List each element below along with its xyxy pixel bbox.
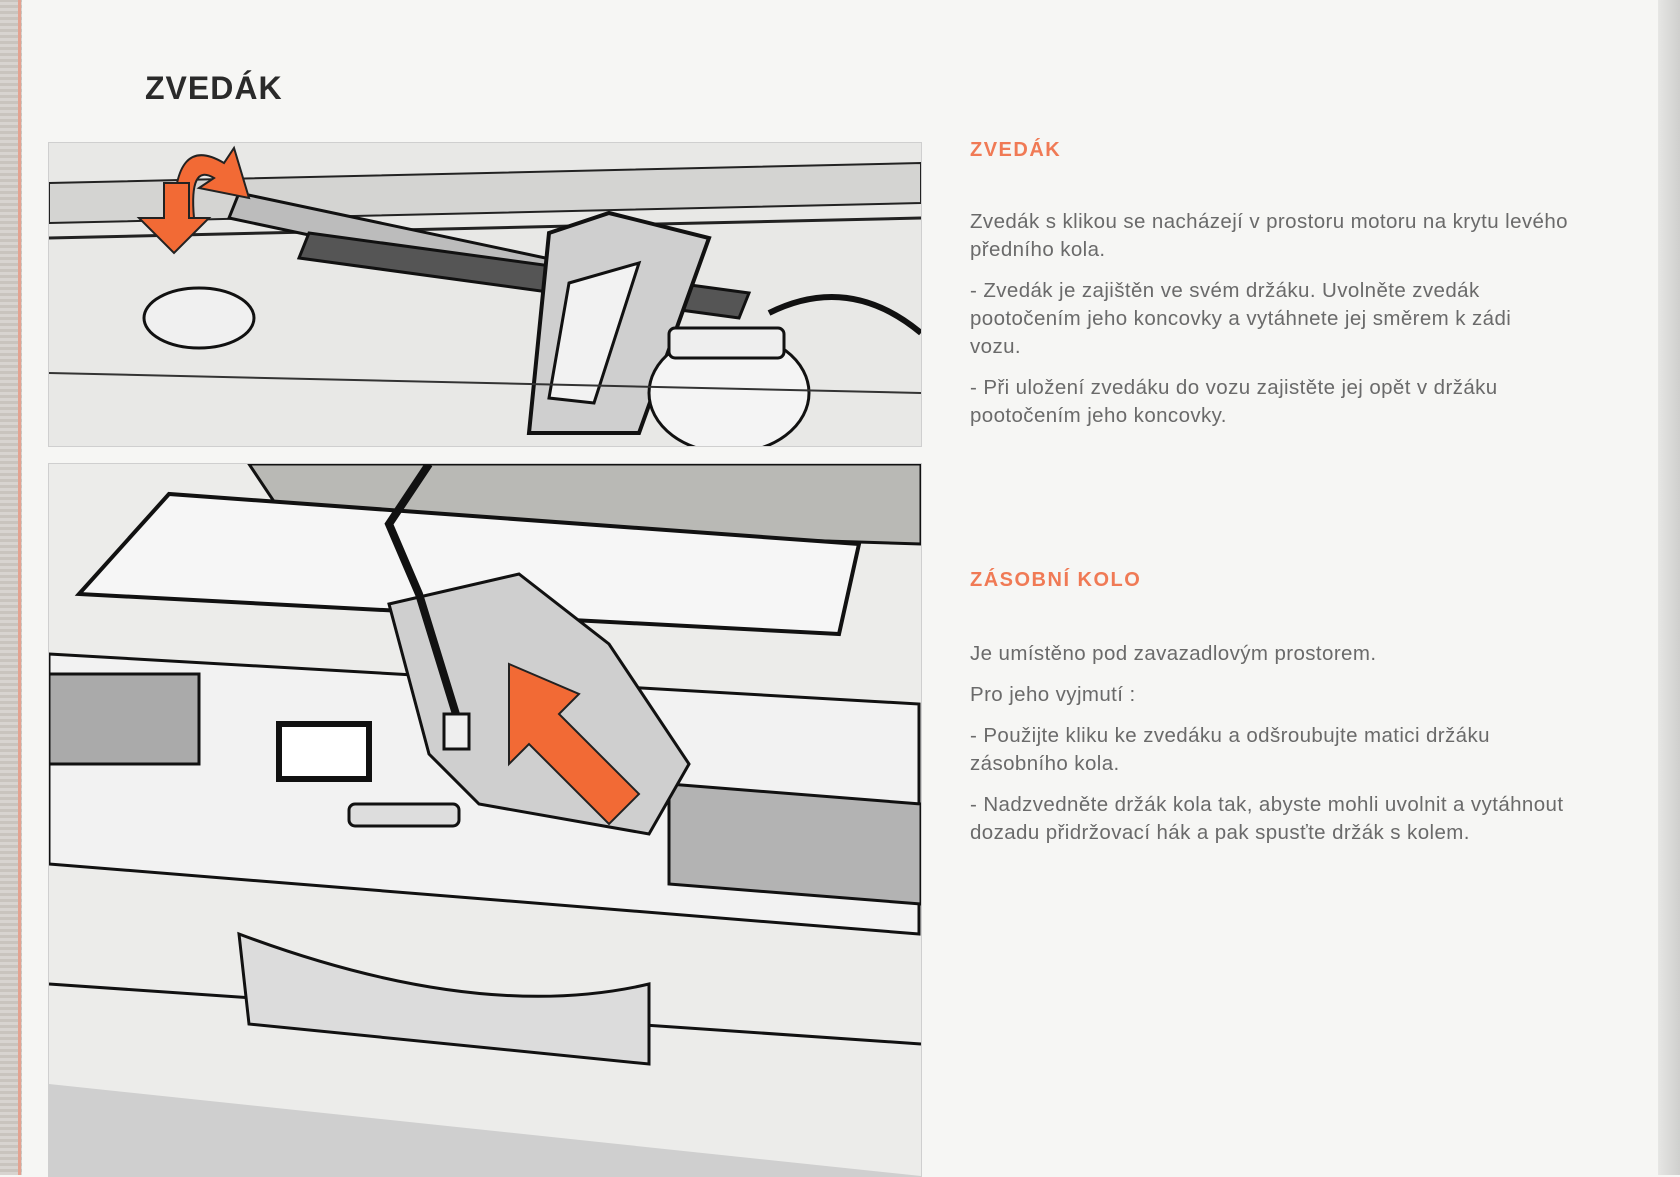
paragraph: Pro jeho vyjmutí : <box>970 683 1136 706</box>
page-title: ZVEDÁK <box>145 70 283 106</box>
section-heading: ZVEDÁK <box>970 139 1062 161</box>
spine-edge <box>18 0 21 1175</box>
book-spine <box>0 0 22 1175</box>
engine-bay-jack-illustration <box>48 142 922 447</box>
orange-rotation-arrow-icon <box>136 145 251 255</box>
section-spare-wheel: ZÁSOBNÍ KOLO Je umístěno pod zavazadlový… <box>970 566 1610 860</box>
section-heading: ZÁSOBNÍ KOLO <box>970 569 1142 591</box>
paragraph: - Použijte kliku ke zvedáku a odšroubujt… <box>970 724 1490 775</box>
paragraph: Zvedák s klikou se nacházejí v prostoru … <box>970 210 1568 261</box>
trunk-spare-wheel-illustration <box>48 463 922 1177</box>
section-jack: ZVEDÁK Zvedák s klikou se nacházejí v pr… <box>970 136 1610 443</box>
paragraph: - Nadzvedněte držák kola tak, abyste moh… <box>970 793 1564 844</box>
page-edge <box>1658 0 1680 1175</box>
orange-direction-arrow-icon <box>508 662 641 826</box>
paragraph: - Při uložení zvedáku do vozu zajistěte … <box>970 376 1498 427</box>
paragraph: - Zvedák je zajištěn ve svém držáku. Uvo… <box>970 279 1512 358</box>
paragraph: Je umístěno pod zavazadlovým prostorem. <box>970 642 1377 665</box>
